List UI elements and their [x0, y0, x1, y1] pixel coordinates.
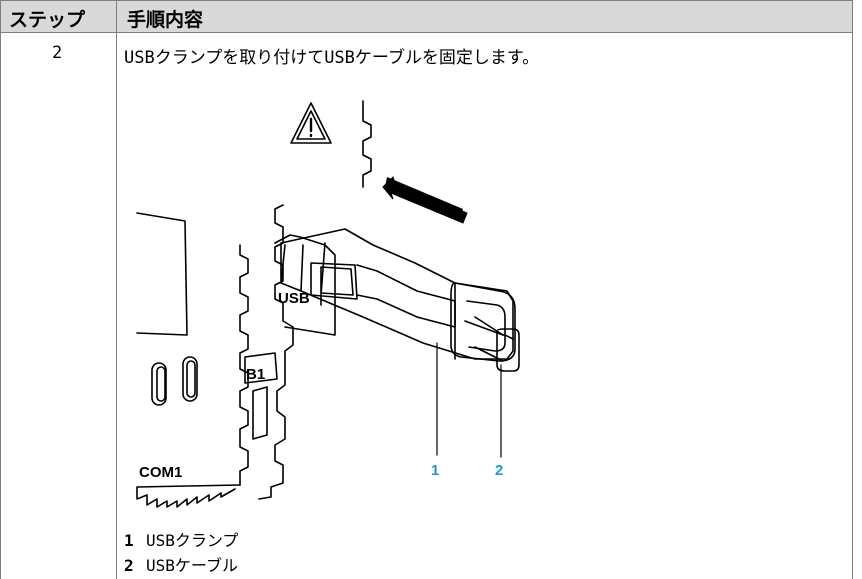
vent-slot [151, 362, 167, 406]
table-header: ステップ 手順内容 [0, 0, 853, 33]
vent-slot [182, 356, 198, 402]
panel-middle-edge [239, 244, 249, 486]
usb-clamp [280, 228, 514, 360]
panel-right-edge [362, 100, 372, 188]
header-action: 手順内容 [127, 9, 204, 31]
panel-inner-edge [258, 204, 294, 500]
legend-item: 1 USBクランプ [124, 527, 238, 551]
warning-triangle-icon [290, 102, 332, 144]
callout-1: 1 [431, 462, 439, 479]
legend-item: 2 USBケーブル [124, 552, 238, 576]
legend-text: USBケーブル [146, 556, 238, 575]
b1-port-label: B1 [246, 366, 265, 383]
legend-number: 1 [124, 531, 134, 550]
column-divider [116, 0, 117, 579]
left-panel [136, 212, 188, 336]
step-description: USBクランプを取り付けてUSBケーブルを固定します。 [124, 48, 540, 68]
callout-2: 2 [495, 462, 503, 479]
vent-slot [186, 360, 196, 398]
step-number: 2 [52, 43, 63, 63]
usb-port-label: USB [278, 290, 310, 307]
com1-port-label: COM1 [139, 464, 182, 481]
vent-slot [156, 366, 166, 402]
table-border-right [852, 0, 853, 579]
header-step: ステップ [9, 9, 86, 31]
table-border-left [0, 0, 1, 579]
usb-cable [474, 316, 514, 362]
legend-text: USBクランプ [146, 531, 239, 550]
clamp-collar [450, 282, 516, 362]
usb-clamp-illustration: USB B1 COM1 1 2 [136, 100, 520, 508]
legend-number: 2 [124, 556, 134, 575]
